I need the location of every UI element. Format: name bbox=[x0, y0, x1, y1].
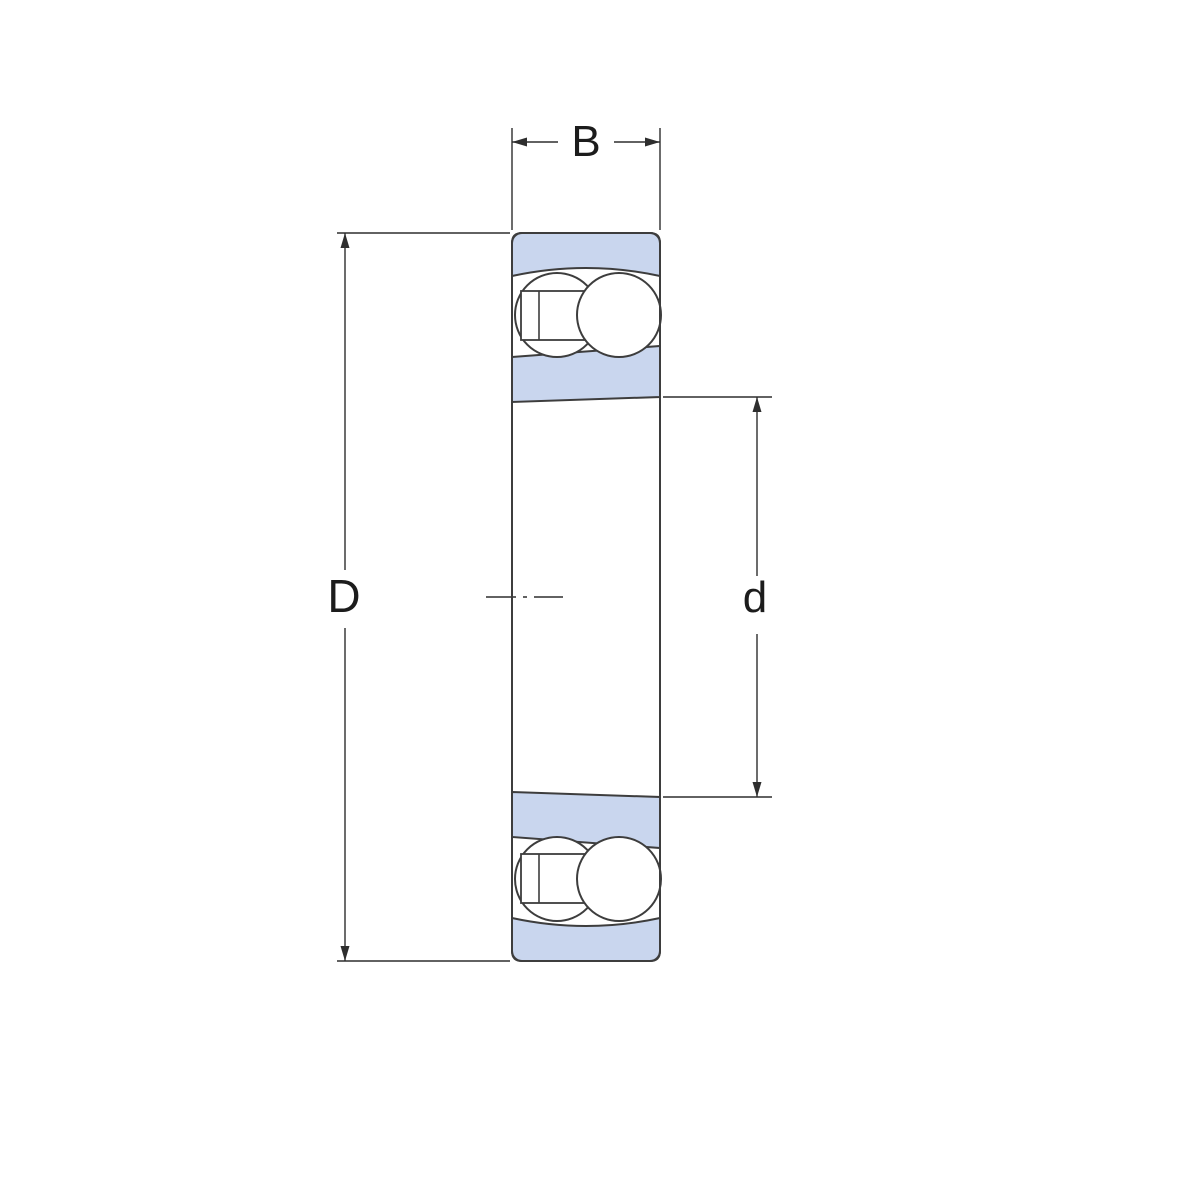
dimension-B: B bbox=[511, 117, 661, 230]
outer-ring-top bbox=[511, 232, 661, 278]
ball-bottom-right bbox=[576, 836, 662, 922]
label-outer-diameter-D: D bbox=[327, 570, 360, 622]
arrowhead-up-icon bbox=[752, 397, 762, 412]
bearing-section bbox=[511, 232, 662, 962]
arrowhead-up-icon bbox=[340, 233, 350, 248]
label-bore-diameter-d: d bbox=[743, 573, 767, 622]
cage-bottom bbox=[520, 853, 591, 904]
dimension-d: d bbox=[663, 396, 772, 798]
label-width-B: B bbox=[571, 117, 600, 166]
arrowhead-left-icon bbox=[512, 137, 527, 147]
inner-ring-top bbox=[511, 344, 661, 404]
arrowhead-right-icon bbox=[645, 137, 660, 147]
bearing-envelope-outline bbox=[511, 232, 661, 962]
arrowhead-down-icon bbox=[752, 782, 762, 797]
arrowhead-down-icon bbox=[340, 946, 350, 961]
dimension-D: D bbox=[327, 232, 510, 962]
outer-ring-bottom bbox=[511, 916, 661, 962]
ball-top-right bbox=[576, 272, 662, 358]
inner-ring-bottom bbox=[511, 790, 661, 850]
